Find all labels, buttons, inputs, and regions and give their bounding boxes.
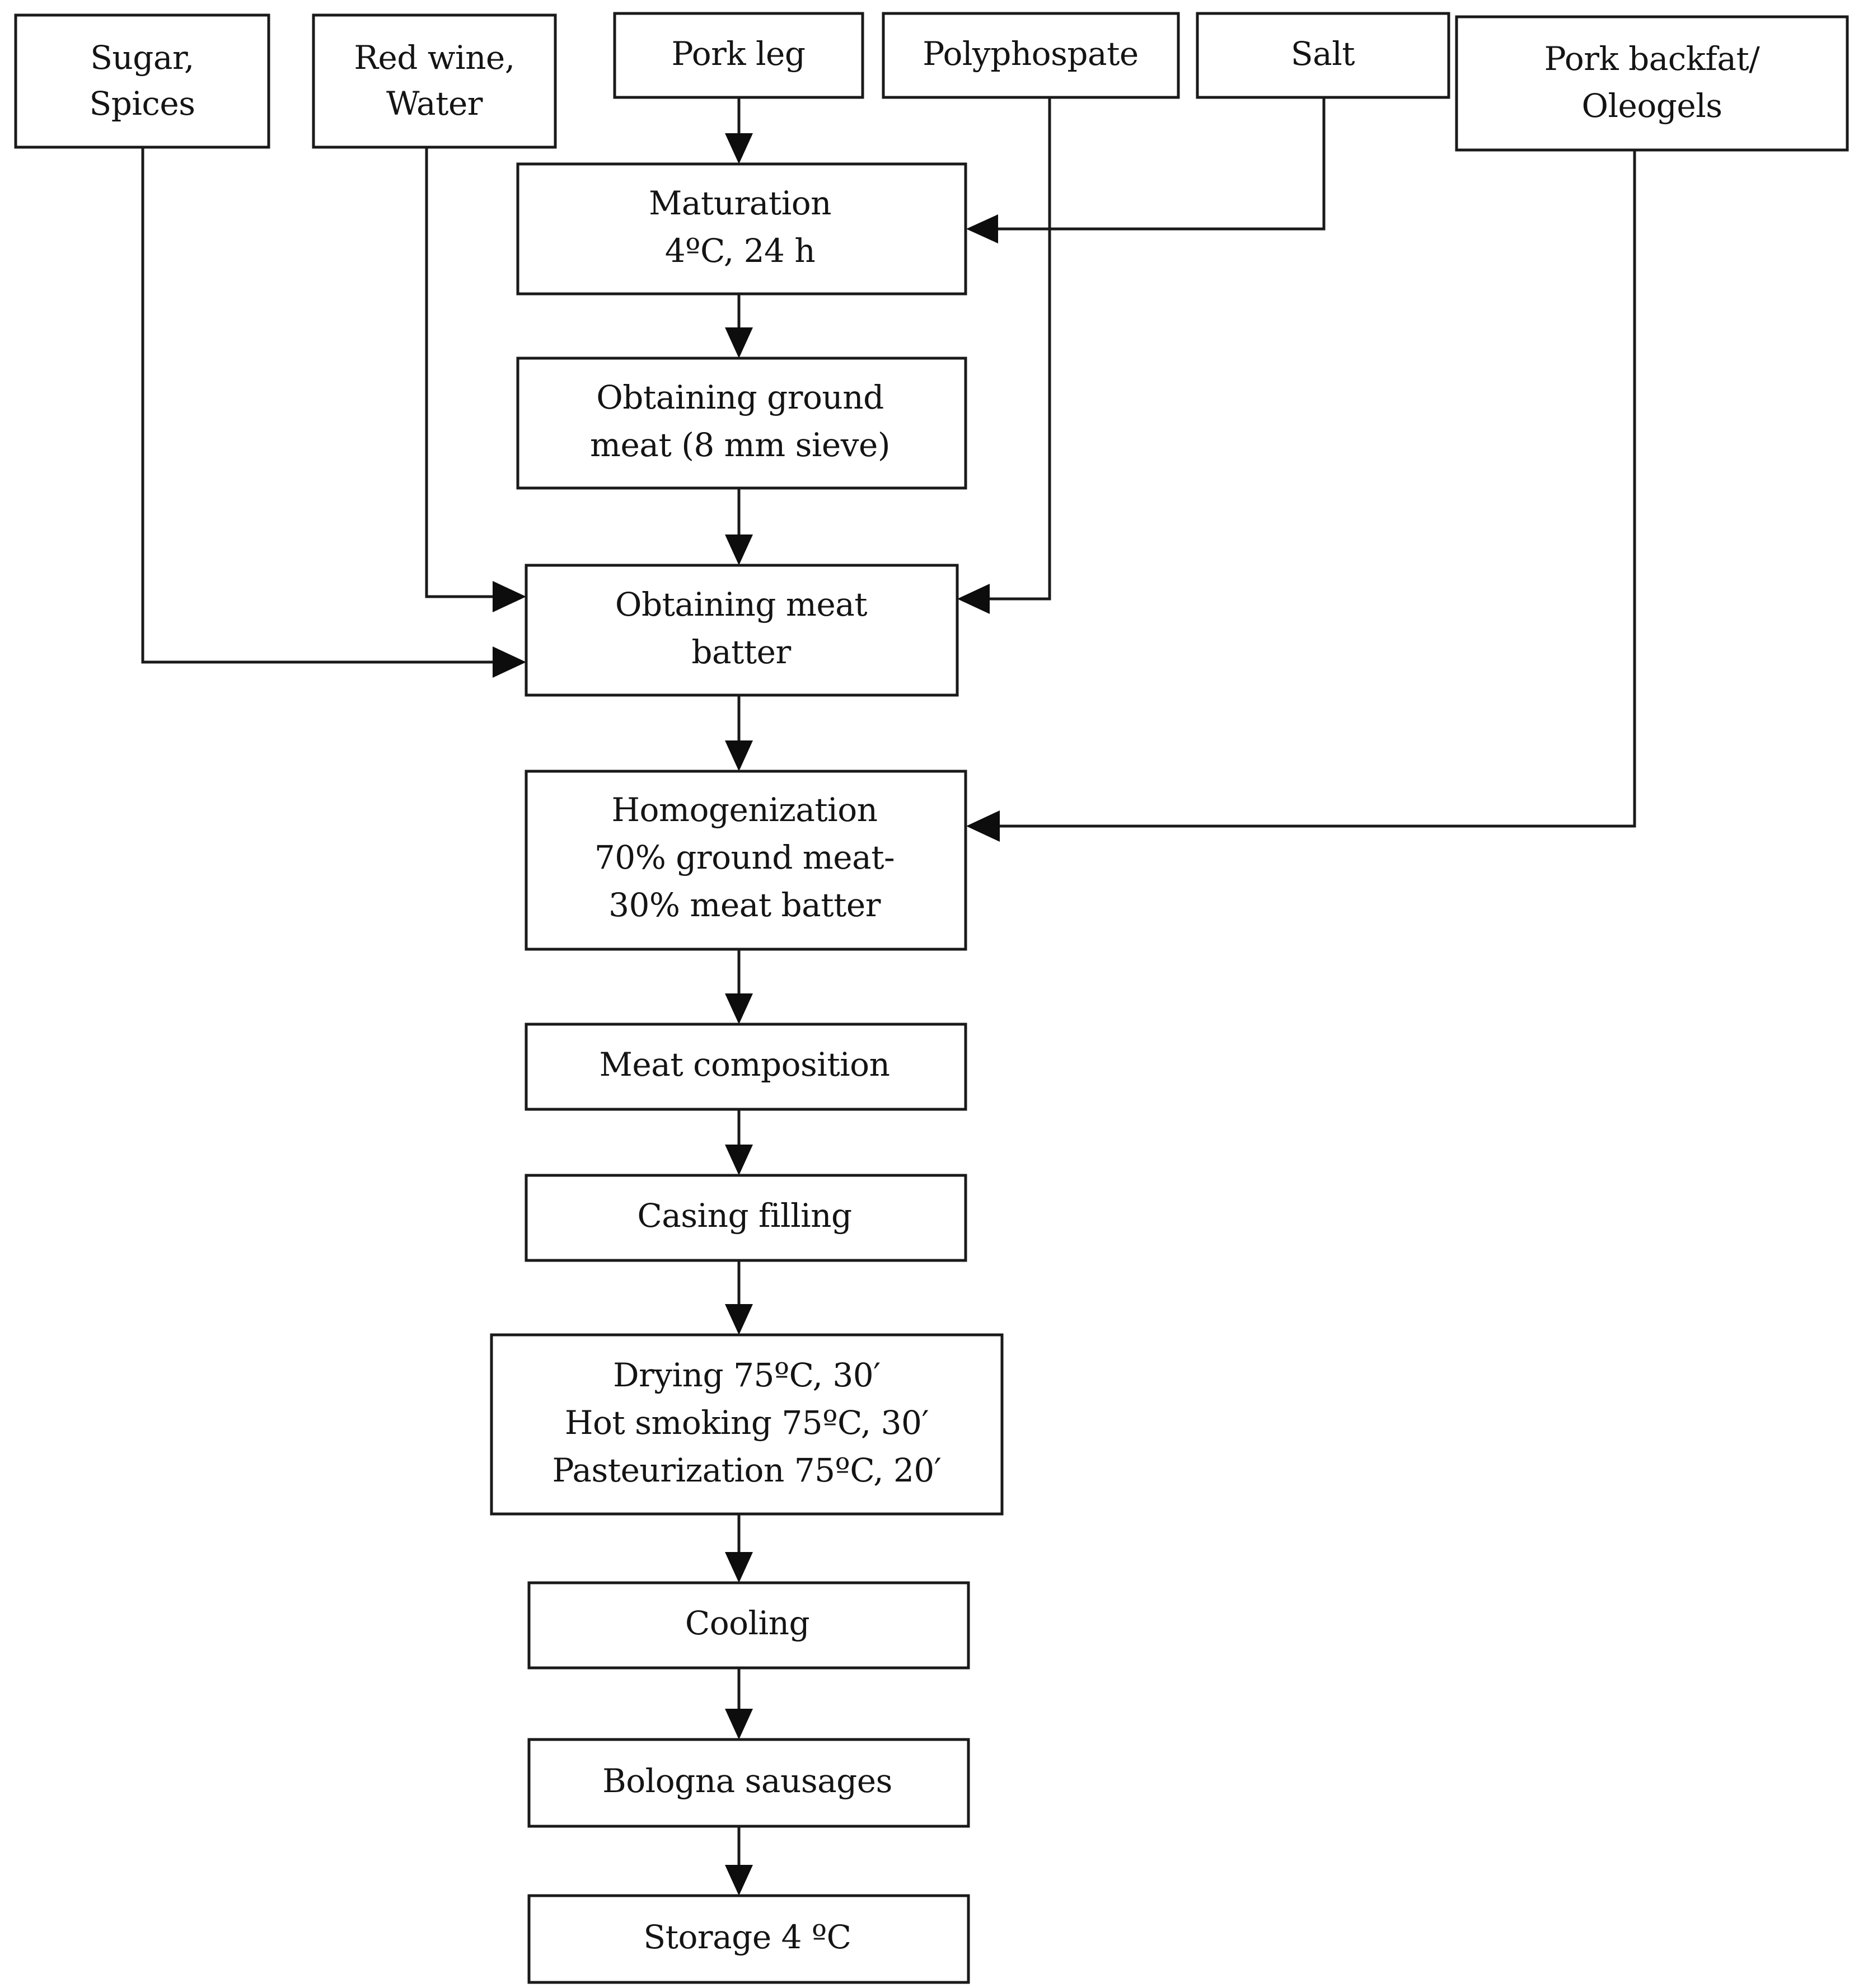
- edge-sugar-to-meat-batter: [141, 147, 526, 678]
- edge-meat-composition-to-casing-filling: [725, 1109, 753, 1175]
- node-ground-meat-line-1: meat (8 mm sieve): [590, 426, 890, 464]
- node-layer: Sugar, Spices Red wine, Water Pork leg P…: [14, 12, 1849, 1984]
- node-obtaining-ground-meat[interactable]: Obtaining ground meat (8 mm sieve): [516, 357, 967, 490]
- node-red-wine-water-line-0: Red wine,: [354, 39, 514, 77]
- node-pork-leg[interactable]: Pork leg: [613, 12, 864, 99]
- node-thermal-line-1: Hot smoking 75ºC, 30′: [565, 1404, 929, 1442]
- node-ground-meat-line-0: Obtaining ground: [596, 378, 884, 416]
- node-sugar-spices[interactable]: Sugar, Spices: [14, 13, 270, 149]
- node-storage[interactable]: Storage 4 ºC: [527, 1894, 970, 1984]
- node-maturation[interactable]: Maturation 4ºC, 24 h: [516, 162, 967, 296]
- node-storage-line-0: Storage 4 ºC: [643, 1918, 851, 1956]
- node-casing-filling[interactable]: Casing filling: [525, 1174, 967, 1262]
- edge-bologna-to-storage: [725, 1826, 753, 1896]
- edge-casing-filling-to-thermal: [725, 1260, 753, 1335]
- node-casing-filling-line-0: Casing filling: [637, 1197, 851, 1235]
- node-salt-line-0: Salt: [1291, 35, 1355, 73]
- node-red-wine-water-line-1: Water: [386, 85, 483, 123]
- node-bologna-sausages[interactable]: Bologna sausages: [527, 1738, 970, 1828]
- node-pork-backfat-oleogels[interactable]: Pork backfat/ Oleogels: [1455, 15, 1849, 152]
- node-pork-leg-line-0: Pork leg: [672, 35, 806, 73]
- edge-ground-meat-to-meat-batter: [725, 488, 753, 565]
- node-homogenization-line-1: 70% ground meat-: [594, 838, 895, 876]
- node-thermal-line-2: Pasteurization 75ºC, 20′: [553, 1451, 942, 1489]
- edge-backfat-to-homogenization: [966, 150, 1636, 842]
- node-homogenization[interactable]: Homogenization 70% ground meat- 30% meat…: [525, 770, 967, 951]
- edge-polyphospate-to-meat-batter: [957, 97, 1051, 614]
- node-red-wine-water[interactable]: Red wine, Water: [312, 13, 557, 149]
- edge-thermal-to-cooling: [725, 1514, 753, 1583]
- node-cooling-line-0: Cooling: [685, 1604, 809, 1642]
- edge-red-wine-to-meat-batter: [425, 147, 526, 612]
- edge-meat-batter-to-homogenization: [725, 695, 753, 771]
- node-obtaining-meat-batter[interactable]: Obtaining meat batter: [525, 564, 959, 697]
- node-maturation-line-0: Maturation: [649, 184, 831, 222]
- node-sugar-spices-line-1: Spices: [90, 85, 195, 123]
- node-pork-backfat-line-1: Oleogels: [1581, 87, 1722, 125]
- node-thermal-treatment[interactable]: Drying 75ºC, 30′ Hot smoking 75ºC, 30′ P…: [490, 1333, 1004, 1516]
- edge-homogenization-to-meat-composition: [725, 949, 753, 1024]
- edge-pork-leg-to-maturation: [725, 97, 753, 164]
- node-meat-batter-line-0: Obtaining meat: [615, 585, 867, 623]
- node-polyphospate-line-0: Polyphospate: [923, 35, 1138, 73]
- node-cooling[interactable]: Cooling: [527, 1581, 970, 1670]
- edge-salt-to-maturation: [966, 97, 1326, 243]
- node-homogenization-line-2: 30% meat batter: [608, 886, 881, 924]
- node-bologna-line-0: Bologna sausages: [602, 1762, 892, 1800]
- edge-maturation-to-ground-meat: [725, 294, 753, 358]
- node-sugar-spices-line-0: Sugar,: [90, 39, 194, 77]
- node-pork-backfat-line-0: Pork backfat/: [1544, 40, 1761, 78]
- node-salt[interactable]: Salt: [1196, 12, 1450, 99]
- edge-cooling-to-bologna: [725, 1668, 753, 1740]
- node-polyphospate[interactable]: Polyphospate: [882, 12, 1180, 99]
- node-maturation-line-1: 4ºC, 24 h: [665, 232, 815, 270]
- node-meat-batter-line-1: batter: [691, 633, 791, 671]
- edge-layer: [141, 97, 1636, 1896]
- node-thermal-line-0: Drying 75ºC, 30′: [613, 1356, 881, 1394]
- node-homogenization-line-0: Homogenization: [611, 791, 877, 829]
- node-meat-composition[interactable]: Meat composition: [525, 1023, 967, 1111]
- node-meat-composition-line-0: Meat composition: [600, 1045, 890, 1084]
